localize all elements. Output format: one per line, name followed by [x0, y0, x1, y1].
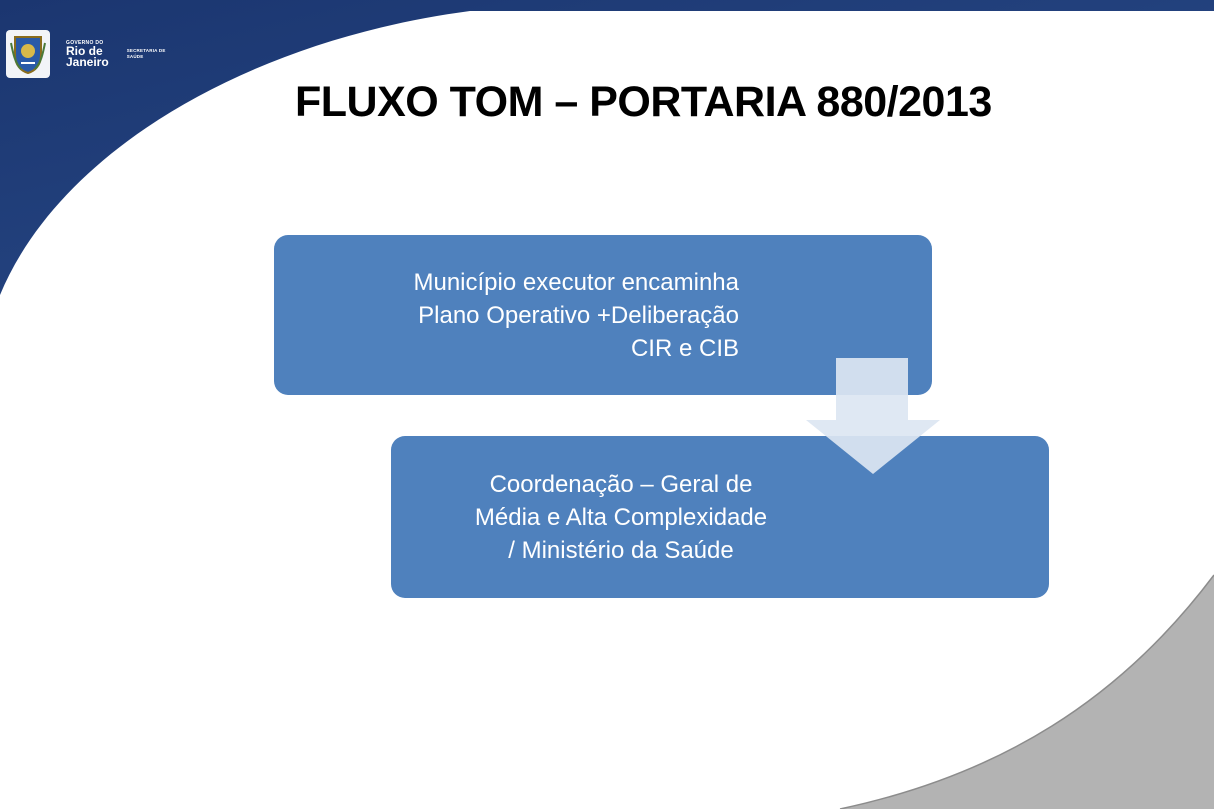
header-swoosh [0, 0, 1214, 295]
flow-step-2-line-1: Coordenação – Geral de [489, 470, 753, 498]
flow-step-1-text: Município executor encaminha Plano Opera… [314, 266, 739, 365]
flow-step-2-line-3: / Ministério da Saúde [508, 536, 734, 564]
gov-line-3: Janeiro [66, 54, 109, 69]
slide-title: FLUXO TOM – PORTARIA 880/2013 [295, 78, 992, 126]
flow-step-1-line-1: Município executor encaminha [413, 268, 739, 296]
flow-step-2-text: Coordenação – Geral de Média e Alta Comp… [421, 468, 821, 567]
down-arrow-icon [806, 358, 940, 474]
corner-swoosh [840, 575, 1214, 809]
flow-step-1-line-3: CIR e CIB [630, 334, 739, 362]
secretaria-label: SECRETARIA DE SAÚDE [126, 48, 166, 59]
government-name: GOVERNO DO Rio de Janeiro [66, 39, 109, 69]
corner-swoosh-edge [839, 574, 1214, 809]
government-logo: GOVERNO DO Rio de Janeiro SECRETARIA DE … [6, 28, 169, 80]
flow-step-2-line-2: Média e Alta Complexidade [474, 503, 768, 531]
gov-line-1: GOVERNO DO [66, 39, 104, 46]
coat-of-arms-icon [6, 30, 50, 78]
flow-step-1: Município executor encaminha Plano Opera… [274, 235, 932, 395]
gov-line-2: Rio de [66, 43, 103, 58]
flow-step-1-line-2: Plano Operativo +Deliberação [418, 301, 739, 329]
flow-step-2: Coordenação – Geral de Média e Alta Comp… [391, 436, 1049, 598]
